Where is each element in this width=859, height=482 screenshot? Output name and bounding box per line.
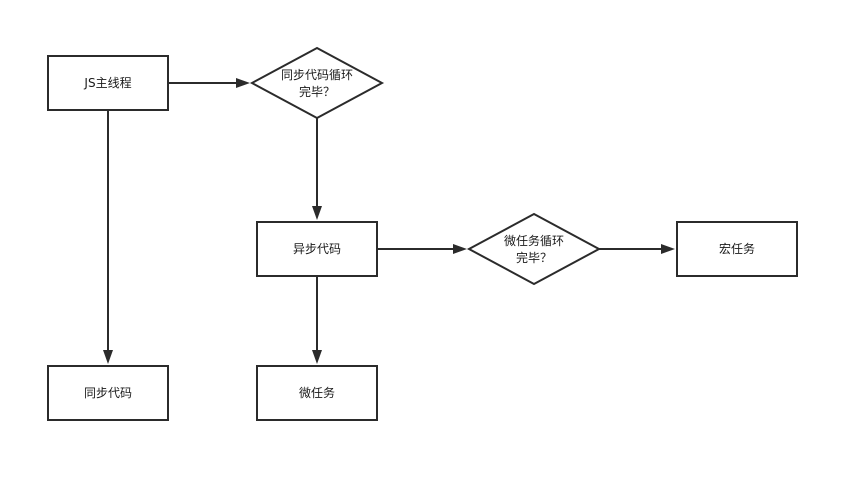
node-micro-task-label: 微任务 xyxy=(299,385,335,400)
edge-async-code-to-micro-done xyxy=(377,244,467,254)
edge-micro-done-to-macro-task xyxy=(599,244,675,254)
node-js-main-thread: JS主线程 xyxy=(47,55,169,111)
decision-sync-done-line2: 完毕？ xyxy=(299,84,335,99)
edge-sync-done-to-async-code xyxy=(312,118,322,220)
decision-sync-done: 同步代码循环 完毕？ xyxy=(249,46,385,120)
node-sync-code-label: 同步代码 xyxy=(84,386,132,400)
node-micro-task: 微任务 xyxy=(256,365,378,421)
node-js-main-thread-label: JS主线程 xyxy=(83,75,131,90)
node-async-code: 异步代码 xyxy=(256,221,378,277)
node-async-code-label: 异步代码 xyxy=(293,242,341,256)
node-macro-task: 宏任务 xyxy=(676,221,798,277)
node-sync-code: 同步代码 xyxy=(47,365,169,421)
edge-main-to-sync-code xyxy=(103,110,113,364)
decision-sync-done-line1: 同步代码循环 xyxy=(281,68,353,82)
edge-async-code-to-micro-task xyxy=(312,276,322,364)
decision-micro-done-line2: 完毕？ xyxy=(516,250,552,265)
node-macro-task-label: 宏任务 xyxy=(719,241,755,256)
edge-main-to-sync-done xyxy=(168,78,250,88)
decision-micro-done: 微任务循环 完毕？ xyxy=(466,212,602,286)
decision-micro-done-line1: 微任务循环 xyxy=(504,233,564,248)
